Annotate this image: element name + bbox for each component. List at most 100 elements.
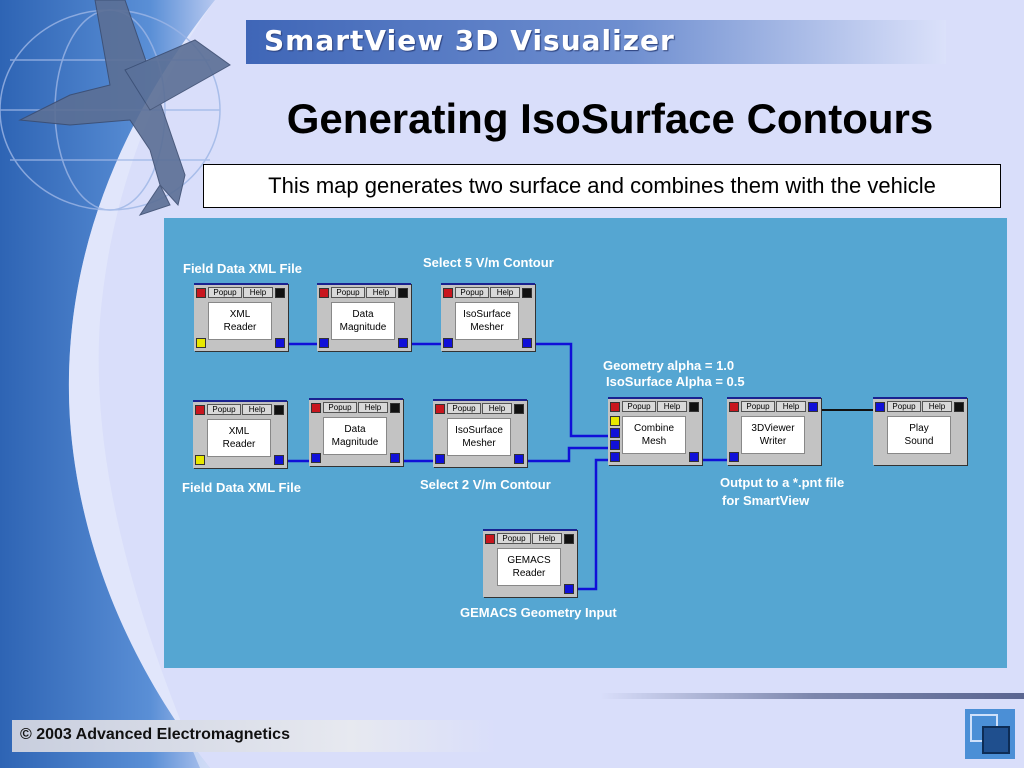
module-input-port[interactable] (610, 440, 620, 450)
help-button[interactable]: Help (922, 401, 952, 412)
module-output-port[interactable] (689, 452, 699, 462)
popup-button[interactable]: Popup (323, 402, 357, 413)
module-output-port[interactable] (522, 338, 532, 348)
label-output-line1: Output to a *.pnt file (720, 475, 845, 490)
popup-button[interactable]: Popup (331, 287, 365, 298)
module-output-port[interactable] (564, 584, 574, 594)
module-input-port[interactable] (319, 338, 329, 348)
module-label: IsoSurface Mesher (463, 309, 511, 333)
module-param-port[interactable] (196, 338, 206, 348)
module-output-port[interactable] (514, 454, 524, 464)
popup-button[interactable]: Popup (447, 403, 481, 414)
module-param-port[interactable] (195, 455, 205, 465)
module-output-port[interactable] (808, 402, 818, 412)
module-xml-reader-2[interactable]: Popup Help XML Reader (193, 400, 287, 468)
footer-rule (600, 693, 1024, 699)
module-combine-mesh[interactable]: Popup Help Combine Mesh (608, 397, 702, 465)
help-button[interactable]: Help (358, 402, 388, 413)
label-select-2: Select 2 V/m Contour (420, 477, 551, 492)
popup-button[interactable]: Popup (741, 401, 775, 412)
module-3dviewer-writer[interactable]: Popup Help 3DViewer Writer (727, 397, 821, 465)
module-output-port[interactable] (275, 338, 285, 348)
module-input-port[interactable] (275, 288, 285, 298)
module-label: 3DViewer Writer (751, 423, 795, 447)
module-input-port[interactable] (390, 403, 400, 413)
module-3dviewer-writer-body[interactable]: 3DViewer Writer (741, 416, 805, 454)
module-output-port[interactable] (390, 453, 400, 463)
module-isosurface-mesher-1-body[interactable]: IsoSurface Mesher (455, 302, 519, 340)
help-button[interactable]: Help (482, 403, 512, 414)
help-button[interactable]: Help (243, 287, 273, 298)
help-button[interactable]: Help (242, 404, 272, 415)
module-gemacs-reader[interactable]: Popup Help GEMACS Reader (483, 529, 577, 597)
module-input-port[interactable] (610, 428, 620, 438)
module-status-indicator (485, 534, 495, 544)
label-output-line2: for SmartView (722, 493, 810, 508)
module-output-port[interactable] (398, 338, 408, 348)
app-banner: SmartView 3D Visualizer (246, 20, 946, 64)
module-input-port[interactable] (522, 288, 532, 298)
connection-wires (286, 342, 874, 591)
help-button[interactable]: Help (366, 287, 396, 298)
module-status-indicator (319, 288, 329, 298)
module-data-magnitude-1-body[interactable]: Data Magnitude (331, 302, 395, 340)
popup-button[interactable]: Popup (455, 287, 489, 298)
module-input-port[interactable] (564, 534, 574, 544)
popup-button[interactable]: Popup (497, 533, 531, 544)
module-input-port[interactable] (689, 402, 699, 412)
module-status-indicator (196, 288, 206, 298)
module-input-port[interactable] (443, 338, 453, 348)
module-data-magnitude-1[interactable]: Popup Help Data Magnitude (317, 283, 411, 351)
module-label: Data Magnitude (339, 309, 387, 333)
popup-button[interactable]: Popup (208, 287, 242, 298)
module-input-port[interactable] (954, 402, 964, 412)
module-play-sound-body[interactable]: Play Sound (887, 416, 951, 454)
popup-button[interactable]: Popup (622, 401, 656, 412)
module-param-port[interactable] (610, 416, 620, 426)
label-field-xml-bottom: Field Data XML File (182, 480, 301, 495)
module-input-port[interactable] (274, 405, 284, 415)
module-play-sound[interactable]: Popup Help Play Sound (873, 397, 967, 465)
label-select-5: Select 5 V/m Contour (423, 255, 554, 270)
module-isosurface-mesher-2-body[interactable]: IsoSurface Mesher (447, 418, 511, 456)
module-input-port[interactable] (729, 452, 739, 462)
module-input-port[interactable] (398, 288, 408, 298)
module-input-port[interactable] (610, 452, 620, 462)
label-geometry-alpha: Geometry alpha = 1.0 (603, 358, 735, 373)
module-status-indicator (729, 402, 739, 412)
module-data-magnitude-2-body[interactable]: Data Magnitude (323, 417, 387, 455)
label-gemacs-input: GEMACS Geometry Input (460, 605, 617, 620)
wire-gemacs-to-combine (576, 458, 608, 591)
module-input-port[interactable] (435, 454, 445, 464)
module-xml-reader-2-body[interactable]: XML Reader (207, 419, 271, 457)
footer-bar: © 2003 Advanced Electromagnetics (12, 720, 497, 752)
copyright-text: © 2003 Advanced Electromagnetics (20, 726, 290, 743)
module-label: Combine Mesh (633, 423, 675, 447)
network-diagram: Field Data XML File Select 5 V/m Contour… (164, 218, 1007, 668)
module-label: GEMACS Reader (507, 555, 551, 579)
module-status-indicator (195, 405, 205, 415)
module-isosurface-mesher-2[interactable]: Popup Help IsoSurface Mesher (433, 399, 527, 467)
company-logo-icon (965, 709, 1015, 759)
module-gemacs-reader-body[interactable]: GEMACS Reader (497, 548, 561, 586)
popup-button[interactable]: Popup (207, 404, 241, 415)
slide-title: Generating IsoSurface Contours (286, 95, 934, 142)
module-xml-reader-1[interactable]: Popup Help XML Reader (194, 283, 288, 351)
module-output-port[interactable] (274, 455, 284, 465)
popup-button[interactable]: Popup (887, 401, 921, 412)
help-button[interactable]: Help (532, 533, 562, 544)
help-button[interactable]: Help (657, 401, 687, 412)
module-input-port[interactable] (875, 402, 885, 412)
help-button[interactable]: Help (776, 401, 806, 412)
banner-title: SmartView 3D Visualizer (264, 24, 675, 57)
module-combine-mesh-body[interactable]: Combine Mesh (622, 416, 686, 454)
module-input-port[interactable] (514, 404, 524, 414)
module-status-indicator (311, 403, 321, 413)
module-input-port[interactable] (311, 453, 321, 463)
module-label: XML Reader (222, 426, 256, 450)
wire-iso2-to-combine (527, 446, 608, 463)
module-data-magnitude-2[interactable]: Popup Help Data Magnitude (309, 398, 403, 466)
help-button[interactable]: Help (490, 287, 520, 298)
module-isosurface-mesher-1[interactable]: Popup Help IsoSurface Mesher (441, 283, 535, 351)
module-xml-reader-1-body[interactable]: XML Reader (208, 302, 272, 340)
